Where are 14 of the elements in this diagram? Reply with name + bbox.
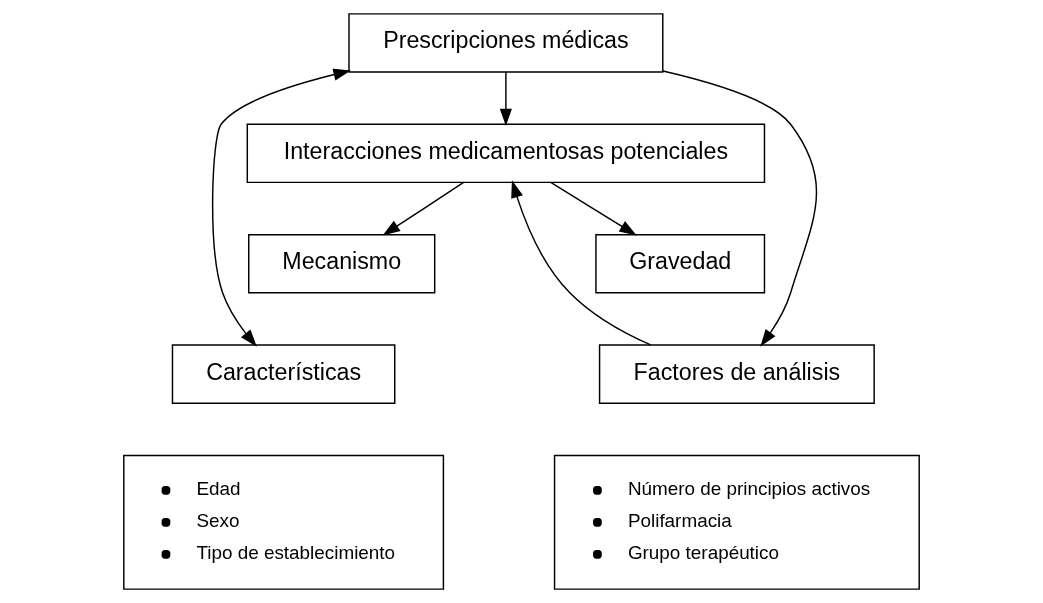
node-box: Número de principios activos Polifarmacia Grupo terapéutico xyxy=(553,454,920,590)
arrow xyxy=(382,181,465,236)
node-box: Mecanismo xyxy=(248,233,436,294)
arrow xyxy=(511,180,652,346)
node-box: Factores de análisis xyxy=(598,344,875,404)
node-box: Edad Sexo Tipo de establecimiento xyxy=(123,454,445,590)
node-box: Interacciones medicamentosas potenciales xyxy=(246,123,766,184)
arrow xyxy=(550,181,637,236)
node-box: Características xyxy=(171,344,396,404)
node-box: Prescripciones médicas xyxy=(348,13,664,73)
arrow xyxy=(211,68,351,347)
arrow xyxy=(499,71,512,127)
arrow xyxy=(662,70,818,347)
node-box: Gravedad xyxy=(595,233,766,294)
